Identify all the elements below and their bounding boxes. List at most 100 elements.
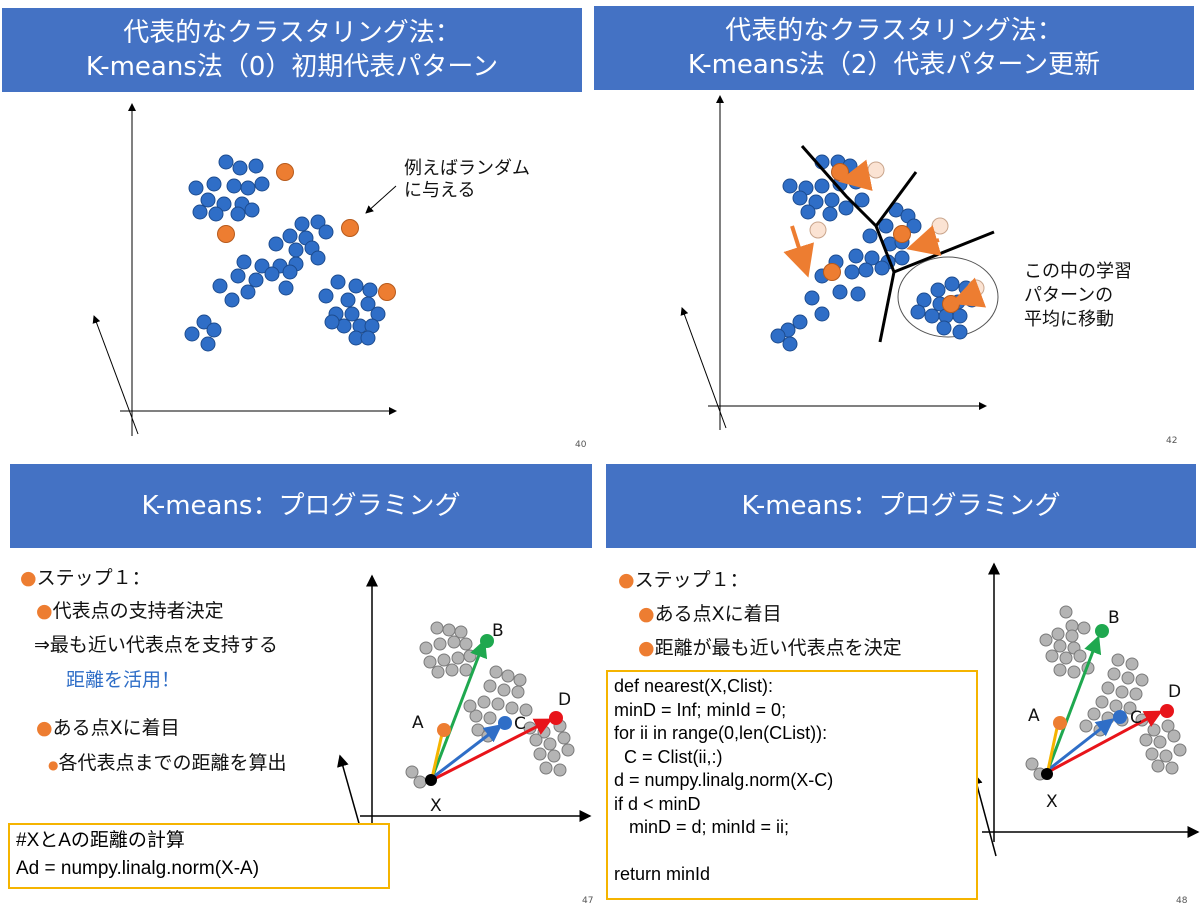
data-point: [1165, 761, 1179, 775]
note-line-1: この中の学習: [1024, 261, 1132, 282]
data-point: [850, 286, 866, 302]
slide-title: K-means：プログラミング: [606, 464, 1196, 548]
data-point: [310, 214, 326, 230]
data-point: [1159, 749, 1173, 763]
title-line-2: K-means法（2）代表パターン更新: [687, 50, 1101, 80]
data-point: [1115, 685, 1129, 699]
data-point: [944, 276, 960, 292]
data-point: [254, 176, 270, 192]
data-point: [216, 196, 232, 212]
data-point: [430, 621, 444, 635]
data-point: [437, 653, 451, 667]
slide-title: K-means：プログラミング: [10, 464, 592, 548]
data-point: [330, 274, 346, 290]
data-point: [792, 190, 808, 206]
data-point: [547, 749, 561, 763]
data-point: [1151, 759, 1165, 773]
data-point: [232, 160, 248, 176]
data-point: [1065, 629, 1079, 643]
point-b: [1095, 624, 1109, 638]
data-point: [318, 224, 334, 240]
data-point: [910, 304, 926, 320]
point-a: [1053, 716, 1067, 730]
data-point: [1053, 639, 1067, 653]
data-point: [1025, 757, 1039, 771]
label-d: D: [558, 690, 572, 710]
slide-title: 代表的なクラスタリング法： K-means法（2）代表パターン更新: [594, 6, 1194, 90]
data-point: [924, 308, 940, 324]
data-point: [224, 292, 240, 308]
data-point: [282, 228, 298, 244]
data-point: [1095, 695, 1109, 709]
data-point: [792, 314, 808, 330]
data-point: [1167, 729, 1181, 743]
old-center: [809, 221, 827, 239]
data-point: [370, 306, 386, 322]
z-axis: [92, 315, 139, 435]
data-point: [278, 280, 294, 296]
data-point: [1053, 663, 1067, 677]
data-point: [188, 180, 204, 196]
data-point: [463, 649, 477, 663]
data-point: [445, 663, 459, 677]
data-point: [497, 683, 511, 697]
note-line-1: 例えばランダム: [404, 158, 530, 179]
page-number: 42: [1166, 436, 1178, 446]
bullet-2: ⇒最も近い代表点を支持する: [34, 634, 278, 656]
data-point: [459, 637, 473, 651]
code-line: if d < minD: [614, 793, 701, 814]
point-a: [437, 723, 451, 737]
title-line: K-means：プログラミング: [741, 491, 1061, 521]
bullet-1: ●ある点Xに着目: [638, 603, 782, 625]
code-box: #XとAの距離の計算 Ad = numpy.linalg.norm(X-A): [8, 823, 390, 889]
data-point: [782, 336, 798, 352]
data-point: [240, 180, 256, 196]
data-point: [491, 697, 505, 711]
data-point: [196, 314, 212, 330]
distance-arrow-a: [430, 733, 444, 779]
code-box: def nearest(X,Clist): minD = Inf; minId …: [606, 670, 978, 900]
page-number: 40: [575, 440, 587, 450]
data-point: [1079, 719, 1093, 733]
data-points: [184, 154, 396, 352]
new-center: [893, 225, 911, 243]
code-line: for ii in range(0,len(CList)):: [614, 723, 828, 743]
data-point: [1147, 723, 1161, 737]
data-point: [268, 236, 284, 252]
data-point: [477, 695, 491, 709]
note-text: 例えばランダム に与える: [404, 158, 530, 202]
bullet-dot: ●: [20, 567, 37, 589]
scatter-diagram-update: [680, 95, 999, 430]
data-point: [539, 761, 553, 775]
data-point: [184, 326, 200, 342]
data-point: [1107, 667, 1121, 681]
note-line-2: パターンの: [1024, 285, 1114, 306]
data-point: [1101, 681, 1115, 695]
data-point: [824, 192, 840, 208]
data-point: [208, 206, 224, 222]
data-point: [501, 669, 515, 683]
data-point: [1059, 651, 1073, 665]
code-line: minD = Inf; minId = 0;: [614, 699, 787, 720]
data-point: [447, 635, 461, 649]
data-point: [1129, 687, 1143, 701]
initial-center: [341, 219, 359, 237]
bullet-dot: ●: [638, 637, 655, 659]
distance-arrow-d: [1047, 710, 1163, 774]
data-point: [483, 679, 497, 693]
data-point: [561, 743, 575, 757]
data-point: [804, 290, 820, 306]
data-point: [878, 218, 894, 234]
data-point: [832, 284, 848, 300]
new-center: [831, 163, 849, 181]
data-point: [419, 641, 433, 655]
data-point: [916, 292, 932, 308]
note-arrow: [365, 185, 397, 214]
old-center: [931, 217, 949, 235]
code-line: #XとAの距離の計算: [16, 830, 185, 851]
data-point: [770, 328, 786, 344]
data-point: [200, 192, 216, 208]
data-point: [218, 154, 234, 170]
data-point: [442, 623, 456, 637]
label-x: X: [1046, 792, 1058, 812]
